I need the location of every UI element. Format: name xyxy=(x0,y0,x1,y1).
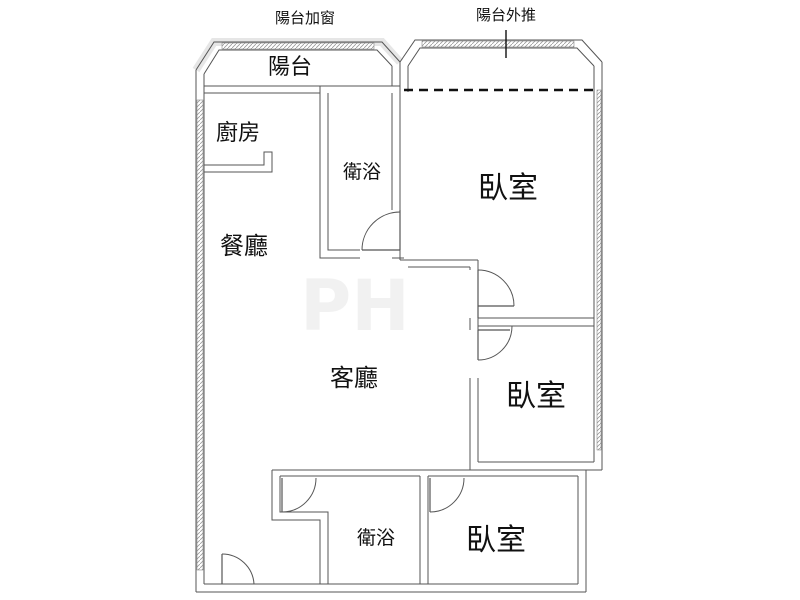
door-entrance xyxy=(221,553,255,585)
kitchen-label: 廚房 xyxy=(216,121,260,146)
outer-walls xyxy=(192,38,603,593)
door-upper-bath xyxy=(361,210,401,251)
watermark: PH xyxy=(300,265,410,347)
balcony-window-label: 陽台加窗 xyxy=(275,9,335,27)
door-large-bedroom xyxy=(477,269,515,318)
window-hatches xyxy=(196,40,602,571)
small-bedroom-label: 臥室 xyxy=(466,523,526,558)
door-lower-hall xyxy=(281,477,317,513)
large-bedroom-label: 臥室 xyxy=(478,171,538,206)
door-middle-bedroom xyxy=(477,325,513,361)
living-label: 客廳 xyxy=(330,364,378,392)
doors xyxy=(221,210,515,585)
dining-label: 餐廳 xyxy=(220,232,268,260)
interior-walls xyxy=(204,62,594,584)
balcony-label: 陽台 xyxy=(268,55,312,80)
lower-bath-label: 衛浴 xyxy=(357,527,395,549)
middle-bedroom-label: 臥室 xyxy=(506,379,566,414)
door-lower-bedroom xyxy=(429,477,465,513)
upper-bath-label: 衛浴 xyxy=(343,161,381,183)
balcony-extend-label: 陽台外推 xyxy=(476,6,536,24)
